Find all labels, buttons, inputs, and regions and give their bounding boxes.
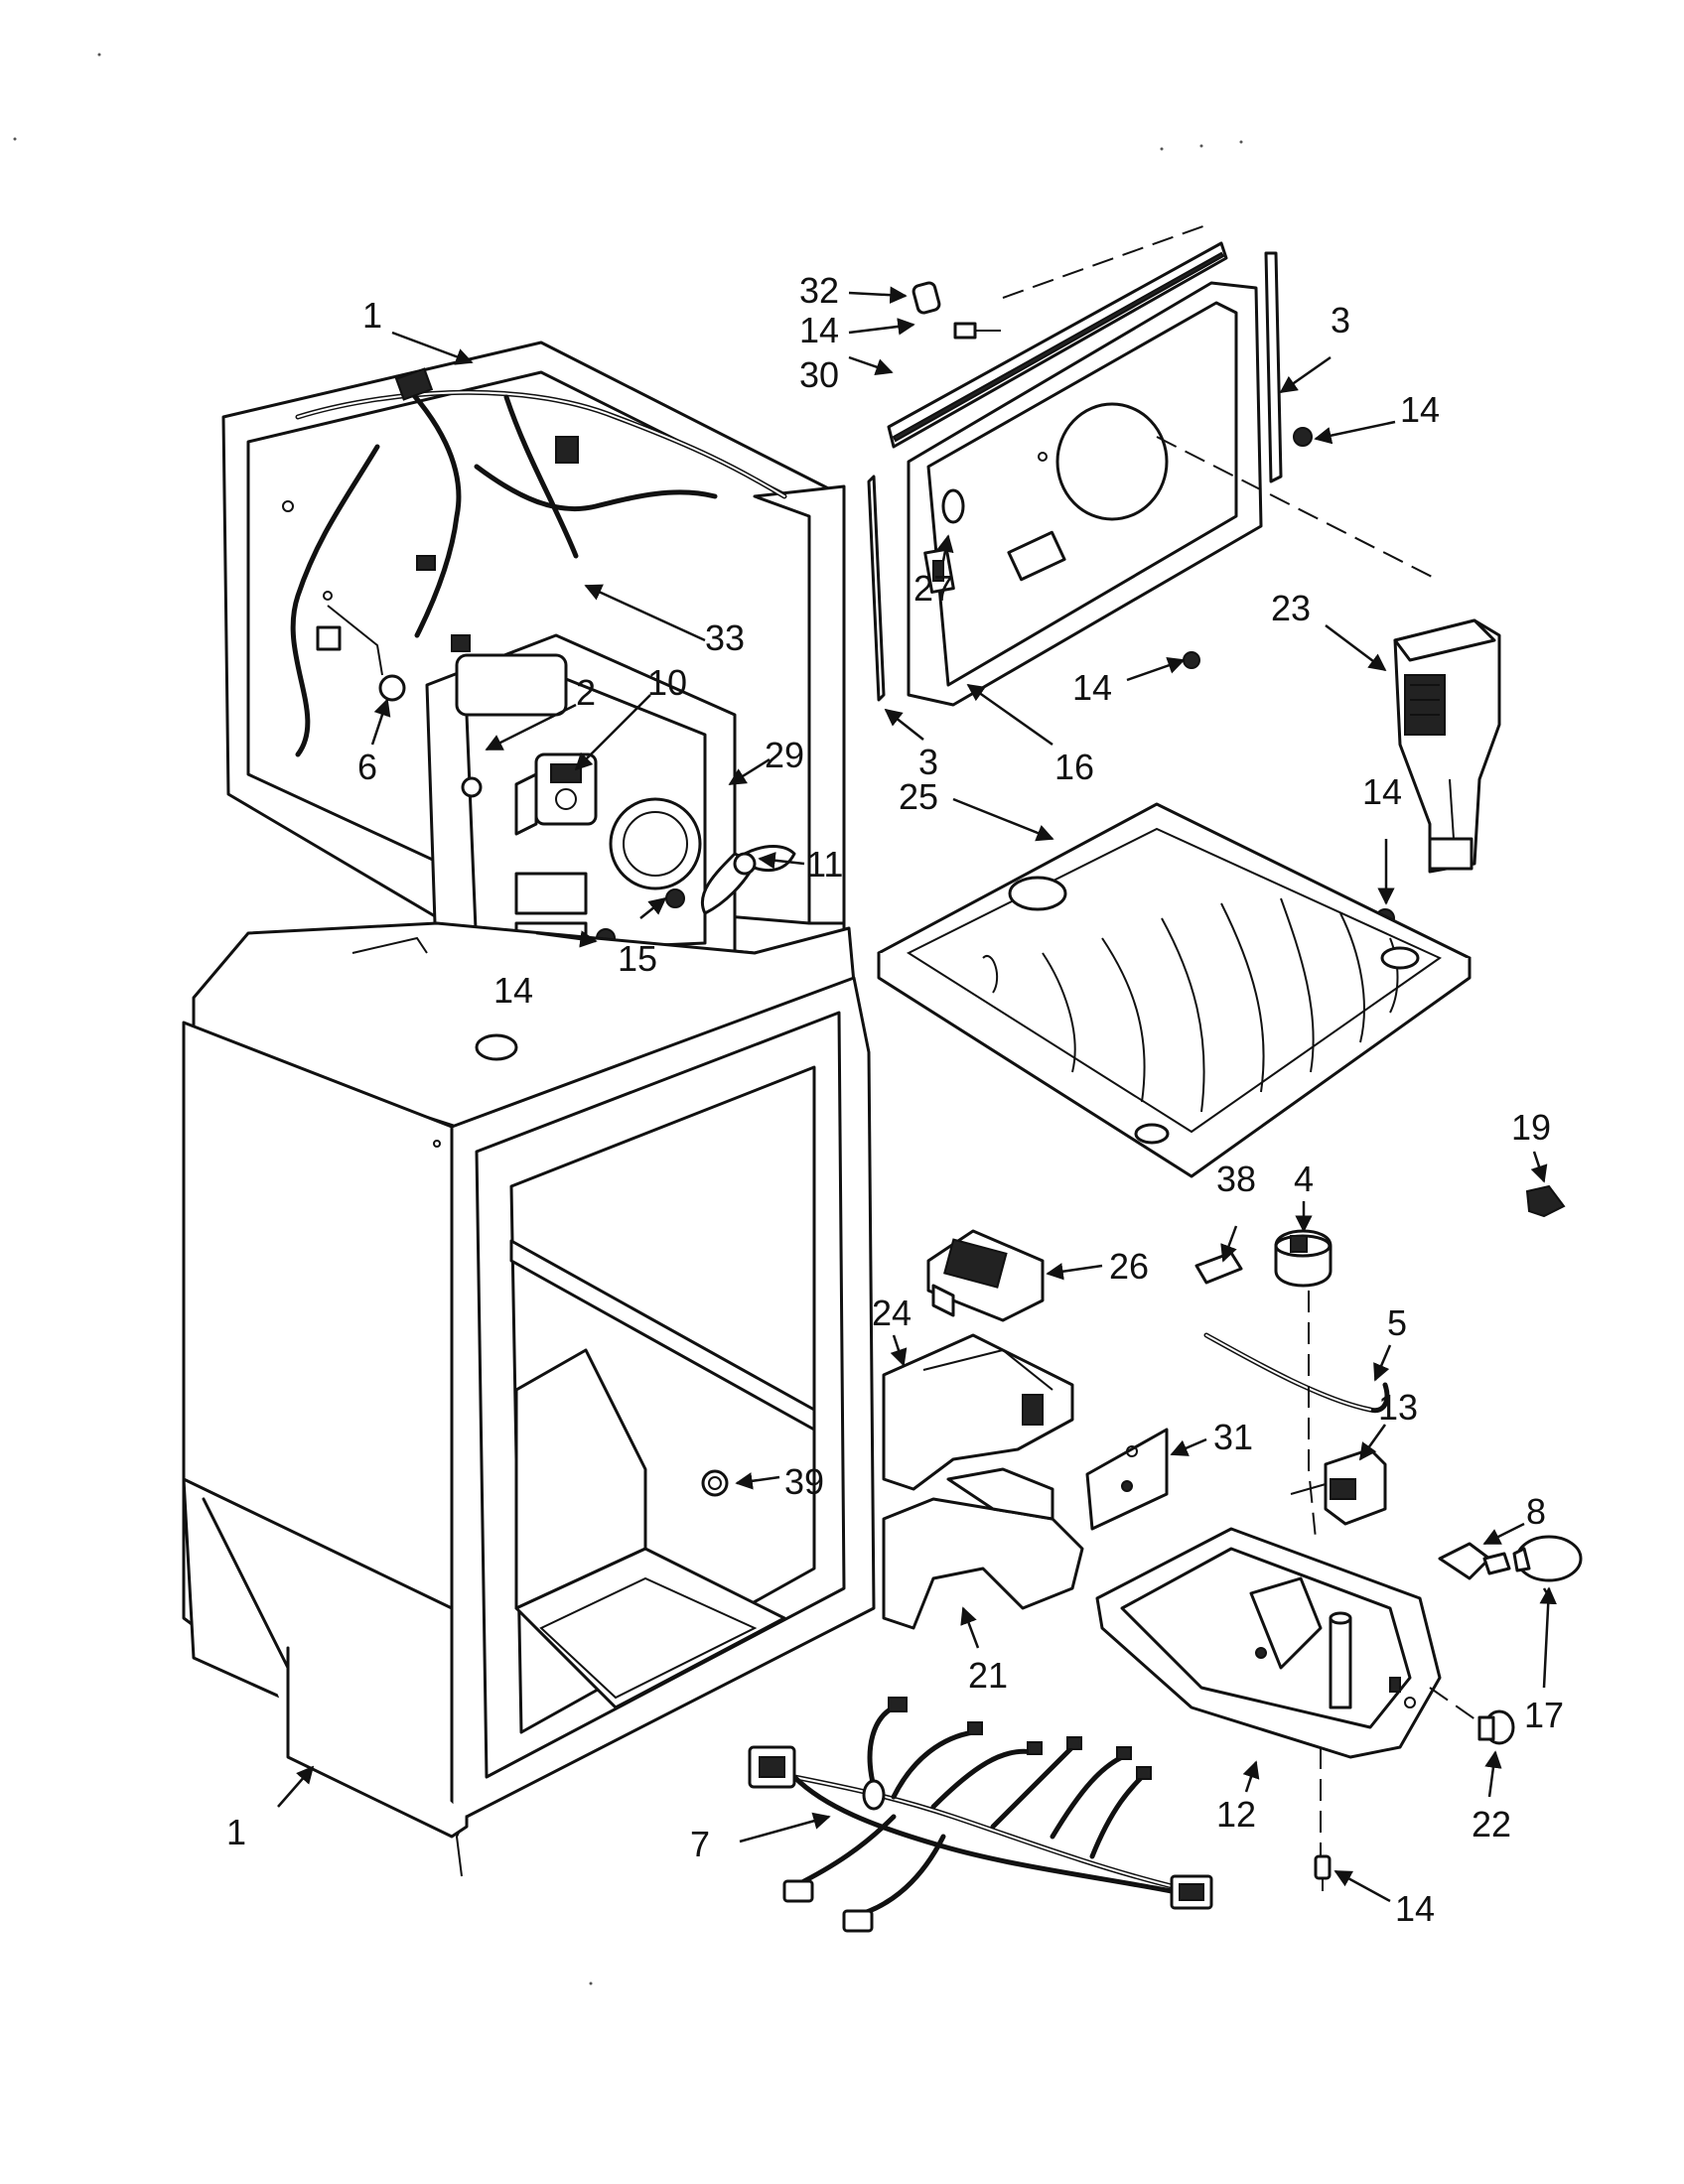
top-trim-strip [887,241,1228,449]
callout-7: 7 [690,1824,710,1864]
callout-10: 10 [647,662,687,703]
lower-duct [882,1467,1084,1630]
callout-4: 4 [1294,1159,1314,1199]
callout-27: 27 [913,568,953,609]
callout-8: 8 [1526,1491,1546,1532]
bottom-screw [1314,1854,1332,1891]
callout-1-bottom: 1 [226,1812,246,1852]
scan-specks [13,53,1243,1985]
callout-12: 12 [1216,1794,1256,1835]
plug-22 [1429,1687,1515,1745]
callout-14-shelf: 14 [1362,771,1402,812]
callout-17: 17 [1524,1695,1564,1735]
callout-labels: 1 1 2 3 3 4 5 6 7 8 10 11 12 13 14 14 14… [226,270,1564,1929]
control-knob [1274,1229,1333,1288]
clip-19 [1525,1184,1566,1218]
callout-38: 38 [1216,1159,1256,1199]
guide-lines [1002,222,1441,582]
callout-11: 11 [806,844,843,885]
callout-3-left: 3 [918,742,938,782]
callout-39: 39 [784,1461,824,1502]
callout-14-right: 14 [1400,389,1440,430]
air-diffuser [882,1333,1074,1491]
callout-3-right: 3 [1331,300,1350,341]
light-socket [1438,1542,1511,1580]
callout-14-fan: 14 [493,970,533,1011]
capillary-tube [1203,1332,1390,1414]
callout-30: 30 [799,354,839,395]
callout-1-top: 1 [362,295,382,336]
light-housing [1095,1527,1442,1759]
callout-22: 22 [1472,1804,1511,1844]
wire-harness [748,1697,1213,1933]
callout-33: 33 [705,617,745,658]
callout-14-top: 14 [799,310,839,350]
callout-19: 19 [1511,1107,1551,1148]
callout-24: 24 [872,1293,912,1333]
callout-14-panel: 14 [1072,667,1112,708]
control-housing [926,1229,1045,1322]
plug-clip [327,605,406,702]
knob-guide [1308,1291,1322,1856]
light-bulb [1512,1535,1583,1582]
callout-5: 5 [1387,1302,1407,1343]
callout-21: 21 [968,1655,1008,1696]
callout-2: 2 [576,672,596,713]
callout-32: 32 [799,270,839,311]
air-duct [1393,618,1501,874]
refrigerator-liner [182,921,876,1877]
thermostat-switch [1290,1447,1387,1526]
freezer-rear-panel [907,281,1263,707]
bracket-31 [1085,1428,1169,1531]
clip-38 [1194,1251,1243,1285]
callout-14-bottom: 14 [1395,1888,1435,1929]
callout-16: 16 [1054,747,1094,787]
side-gasket-strips [867,251,1283,702]
leader-lines [277,286,1549,1903]
callout-31: 31 [1213,1417,1253,1457]
callout-6: 6 [357,747,377,787]
callout-29: 29 [765,735,804,775]
callout-13: 13 [1378,1387,1418,1428]
callout-23: 23 [1271,588,1311,628]
callout-26: 26 [1109,1246,1149,1287]
callout-15: 15 [618,938,657,979]
callout-25: 25 [899,776,938,817]
top-cap-and-screw [912,281,1001,340]
freezer-shelf [877,802,1472,1178]
